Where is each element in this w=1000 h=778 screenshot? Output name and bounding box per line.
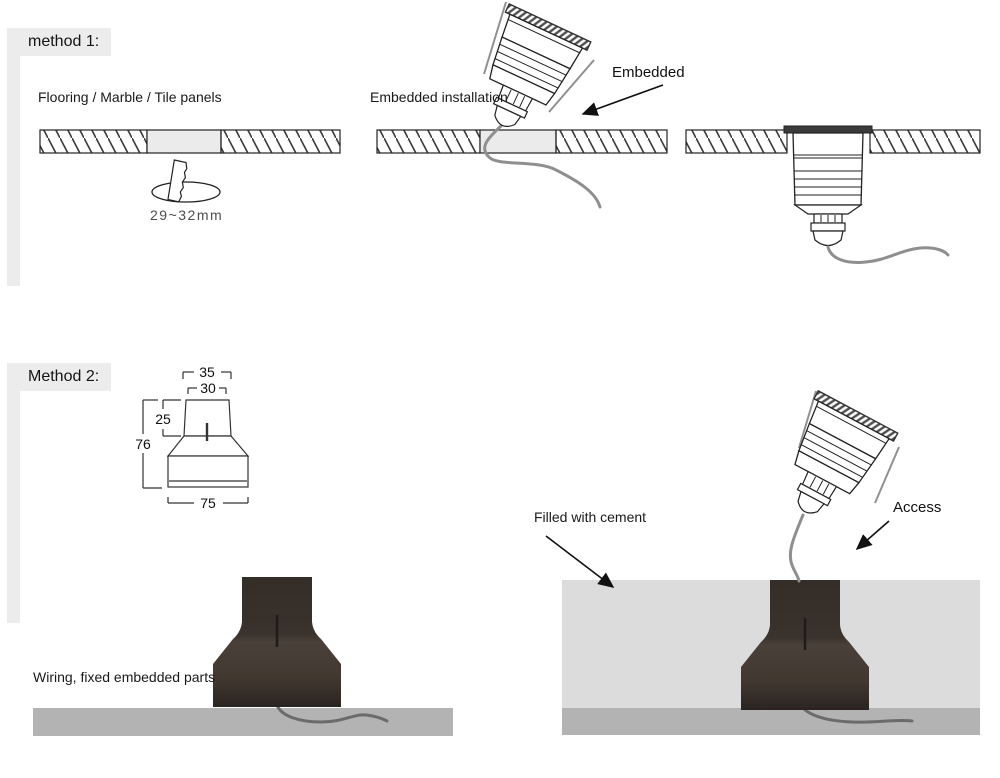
power-cable — [826, 245, 950, 264]
method2-label: Method 2: — [19, 363, 112, 391]
svg-text:30: 30 — [200, 380, 216, 396]
access-arrow — [855, 520, 890, 551]
cement-arrow — [545, 535, 615, 588]
svg-text:76: 76 — [135, 436, 151, 452]
embedded-installation-caption: Embedded installation — [370, 89, 508, 105]
panel-material-caption: Flooring / Marble / Tile panels — [38, 89, 222, 105]
method1-label: method 1: — [19, 28, 112, 56]
dimension-35: 35 — [182, 364, 232, 380]
tilted-light-fixture — [764, 390, 899, 534]
access-arrow-label: Access — [893, 499, 942, 516]
svg-text:35: 35 — [199, 364, 215, 380]
cement-fill-label: Filled with cement — [534, 509, 647, 525]
slab-cable — [798, 701, 914, 724]
floor-slab — [562, 708, 980, 735]
dimension-76: 76 — [135, 399, 162, 489]
drill-bit — [167, 159, 188, 203]
embedded-arrow — [581, 84, 664, 116]
dimension-25: 25 — [155, 399, 181, 437]
insertion-guide-line — [548, 59, 595, 113]
embedded-part-dimension-drawing — [166, 399, 250, 488]
panel-cross-section-1 — [39, 129, 341, 154]
method1-label-text: method 1: — [28, 33, 100, 50]
power-cable — [483, 124, 602, 209]
method1-side-strip — [7, 28, 20, 286]
wiring-caption: Wiring, fixed embedded parts — [33, 669, 216, 685]
svg-text:25: 25 — [155, 411, 171, 427]
insertion-guide-line — [798, 390, 817, 449]
embedded-arrow-label: Embedded — [612, 64, 685, 81]
method2-label-text: Method 2: — [28, 368, 100, 385]
slab-cable — [275, 703, 389, 724]
panel-cross-section-2 — [376, 129, 668, 154]
power-cable — [788, 513, 805, 583]
hole-ellipse — [151, 181, 221, 203]
method2-side-strip — [7, 363, 20, 623]
panel-cross-section-3 — [685, 129, 981, 154]
trim-ring — [783, 125, 873, 134]
recessed-light-fixture — [783, 125, 873, 247]
svg-text:75: 75 — [200, 495, 216, 511]
dimension-75: 75 — [167, 495, 249, 511]
insertion-guide-line — [874, 446, 900, 504]
embedded-anchor-part — [211, 575, 343, 709]
floor-slab — [33, 708, 453, 736]
insertion-guide-line — [483, 1, 507, 75]
dimension-30: 30 — [187, 380, 227, 396]
hole-dimension-label: 29~32mm — [150, 207, 224, 223]
cut-hole-mark — [151, 159, 221, 203]
cable-gland — [810, 222, 846, 232]
tilted-light-fixture — [460, 3, 592, 146]
